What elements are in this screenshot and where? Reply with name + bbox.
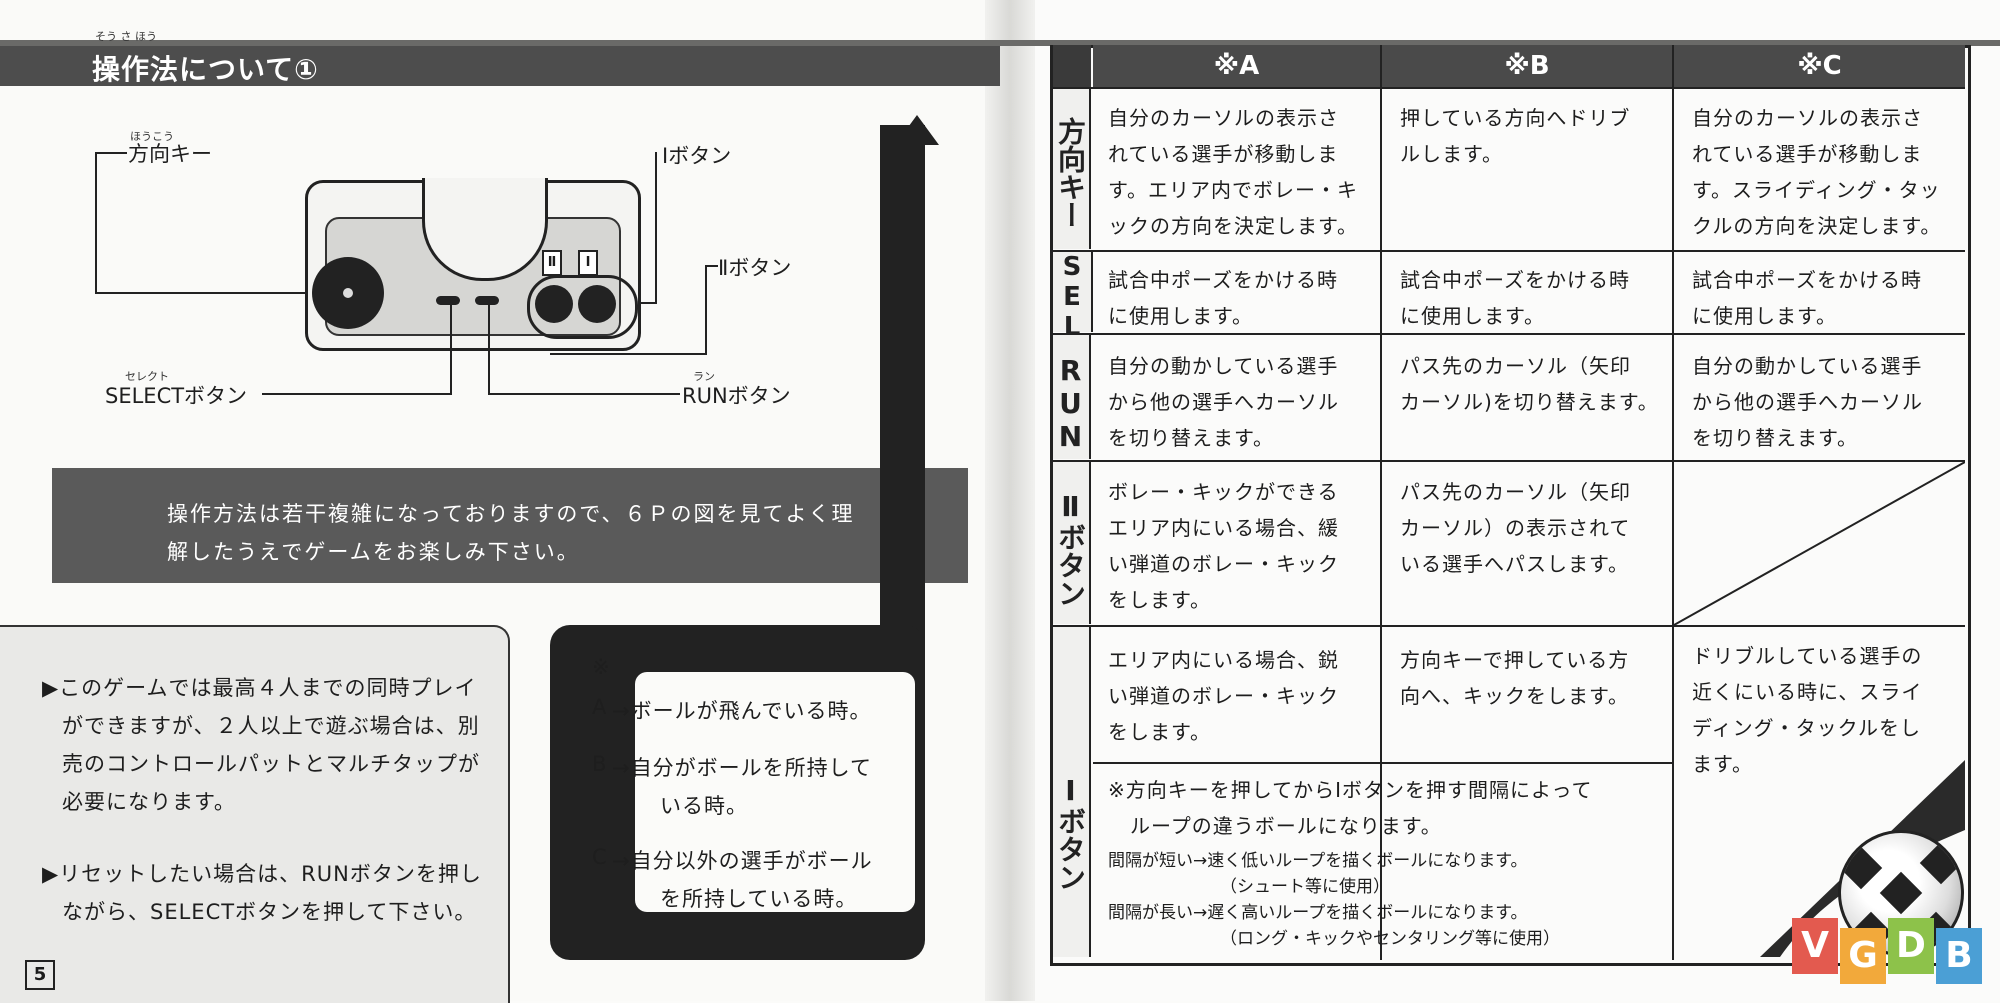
page-gutter bbox=[985, 0, 1035, 1001]
run-button-icon bbox=[475, 296, 499, 305]
dpad-label: 方向キー bbox=[128, 142, 212, 166]
watermark-d: D bbox=[1888, 918, 1934, 974]
cell-b1-c: ドリブルしている選手の近くにいる時に、スライディング・タックルをします。 bbox=[1692, 644, 1923, 776]
page-number: 5 bbox=[25, 960, 55, 990]
dpad-leader-h2 bbox=[95, 292, 340, 294]
btn1-leader-v bbox=[655, 152, 657, 302]
notice-box: 操作方法は若干複雑になっておりますので、６Ｐの図を見てよく理 解したうえでゲーム… bbox=[52, 468, 968, 583]
button1-mark: Ⅰ bbox=[578, 250, 598, 276]
row-label-button2: Ⅱボタン bbox=[1053, 462, 1091, 624]
cell-b2-a: ボレー・キックができるエリア内にいる場合、緩い弾道のボレー・キックをします。 bbox=[1108, 480, 1339, 612]
legend-c-text-2: を所持している時。 bbox=[660, 887, 858, 911]
cell-b1-note-small: 間隔が短い→速く低いループを描くボールになります。 （シュート等に使用） 間隔が… bbox=[1108, 851, 1560, 949]
cell-b1-note: ※方向キーを押してからⅠボタンを押す間隔によって ループの違うボールになります。 bbox=[1108, 778, 1593, 838]
empty-cell-slash bbox=[1674, 462, 1965, 625]
row-divider-4 bbox=[1053, 625, 1965, 627]
btn2-leader-t bbox=[705, 265, 718, 267]
notice-line-1: 操作方法は若干複雑になっておりますので、６Ｐの図を見てよく理 bbox=[167, 502, 855, 526]
note-line-4: 必要になります。 bbox=[62, 790, 236, 814]
note-line-5: ▶リセットしたい場合は、RUNボタンを押し bbox=[42, 862, 482, 886]
legend-b-text-1: →自分がボールを所持して bbox=[612, 756, 872, 780]
select-label: SELECTボタン bbox=[105, 384, 248, 408]
cell-dir-c: 自分のカーソルの表示されている選手が移動します。スライディング・タックルの方向を… bbox=[1692, 106, 1942, 238]
legend-c-key: C bbox=[592, 845, 608, 869]
cell-dir-a: 自分のカーソルの表示されている選手が移動します。エリア内でボレー・キックの方向を… bbox=[1108, 106, 1358, 238]
button2-icon bbox=[535, 285, 573, 323]
legend-mark: ※ bbox=[592, 655, 611, 679]
header-a: ※A bbox=[1093, 45, 1380, 87]
dpad-icon bbox=[312, 257, 384, 329]
row-label-run: RUN bbox=[1053, 335, 1091, 459]
legend-b-key: B bbox=[592, 752, 608, 776]
watermark-b: B bbox=[1936, 928, 1982, 984]
flow-path bbox=[880, 125, 925, 715]
button-frame bbox=[527, 275, 638, 339]
cell-dir-b: 押している方向へドリブルします。 bbox=[1400, 106, 1631, 166]
legend-box bbox=[635, 672, 915, 912]
page-title: 操作法について① bbox=[92, 53, 319, 86]
row-label-direction: 方向キー bbox=[1053, 89, 1091, 249]
row-label-button1: Ⅰボタン bbox=[1053, 627, 1091, 957]
row-divider-2 bbox=[1053, 333, 1965, 335]
note-line-2: ができますが、２人以上で遊ぶ場合は、別 bbox=[62, 714, 480, 738]
note-line-1: ▶このゲームでは最高４人までの同時プレイ bbox=[42, 676, 477, 700]
run-label: RUNボタン bbox=[682, 384, 791, 408]
run-leader-v bbox=[488, 305, 490, 395]
select-ruby: セレクト bbox=[125, 370, 169, 383]
legend-c-text-1: →自分以外の選手がボール bbox=[612, 849, 873, 873]
cell-sel-c: 試合中ポーズをかける時に使用します。 bbox=[1692, 268, 1922, 328]
title-ruby: そう さ ほう bbox=[95, 30, 157, 43]
cell-sel-a: 試合中ポーズをかける時に使用します。 bbox=[1108, 268, 1338, 328]
notice-line-2: 解したうえでゲームをお楽しみ下さい。 bbox=[167, 540, 580, 564]
legend-a-key: A bbox=[592, 695, 608, 719]
row-divider-0 bbox=[1053, 87, 1965, 89]
run-ruby: ラン bbox=[693, 370, 715, 383]
cell-run-b: パス先のカーソル（矢印カーソル)を切り替えます。 bbox=[1400, 354, 1659, 414]
flow-arrow-icon bbox=[895, 115, 939, 145]
cell-b2-b: パス先のカーソル（矢印カーソル）の表示されている選手へパスします。 bbox=[1400, 480, 1631, 576]
cell-run-a: 自分の動かしている選手から他の選手へカーソルを切り替えます。 bbox=[1108, 354, 1339, 450]
row-divider-1 bbox=[1053, 250, 1965, 252]
select-leader-h bbox=[262, 393, 452, 395]
note-divider bbox=[1093, 762, 1673, 764]
btn2-leader-h bbox=[550, 353, 707, 355]
select-button-icon bbox=[436, 296, 460, 305]
legend-b-text-2: いる時。 bbox=[660, 794, 748, 818]
controller-top bbox=[422, 178, 548, 281]
button2-label: Ⅱボタン bbox=[718, 256, 792, 280]
header-corner bbox=[1053, 45, 1091, 87]
top-rule bbox=[0, 40, 2000, 46]
note-line-3: 売のコントロールパットとマルチタップが bbox=[62, 752, 480, 776]
header-b: ※B bbox=[1382, 45, 1672, 87]
col-divider-1 bbox=[1380, 45, 1382, 960]
button1-label: Ⅰボタン bbox=[662, 144, 732, 168]
col-divider-2 bbox=[1672, 45, 1674, 960]
watermark-v: V bbox=[1792, 918, 1838, 974]
run-leader-h bbox=[490, 393, 680, 395]
legend-a-text: →ボールが飛んでいる時。 bbox=[612, 699, 872, 723]
row-label-select: SEL bbox=[1053, 252, 1093, 342]
dpad-leader-v bbox=[95, 152, 97, 292]
title-bar bbox=[0, 46, 1000, 86]
header-c: ※C bbox=[1674, 45, 1965, 87]
row-divider-3 bbox=[1053, 460, 1965, 462]
cell-b1-b: 方向キーで押している方向へ、キックをします。 bbox=[1400, 648, 1630, 708]
note-line-6: ながら、SELECTボタンを押して下さい。 bbox=[62, 900, 477, 924]
cell-sel-b: 試合中ポーズをかける時に使用します。 bbox=[1400, 268, 1630, 328]
button1-icon bbox=[578, 285, 616, 323]
right-page bbox=[1010, 0, 2000, 1001]
dpad-ruby: ほうこう bbox=[130, 130, 174, 143]
cell-b1-a: エリア内にいる場合、鋭い弾道のボレー・キックをします。 bbox=[1108, 648, 1339, 744]
btn2-leader-v bbox=[705, 265, 707, 353]
select-leader-v bbox=[450, 305, 452, 395]
watermark-g: G bbox=[1840, 928, 1886, 984]
dpad-leader-h bbox=[95, 152, 127, 154]
notes-box bbox=[0, 625, 510, 1003]
button2-mark: Ⅱ bbox=[542, 250, 562, 276]
cell-run-c: 自分の動かしている選手から他の選手へカーソルを切り替えます。 bbox=[1692, 354, 1923, 450]
